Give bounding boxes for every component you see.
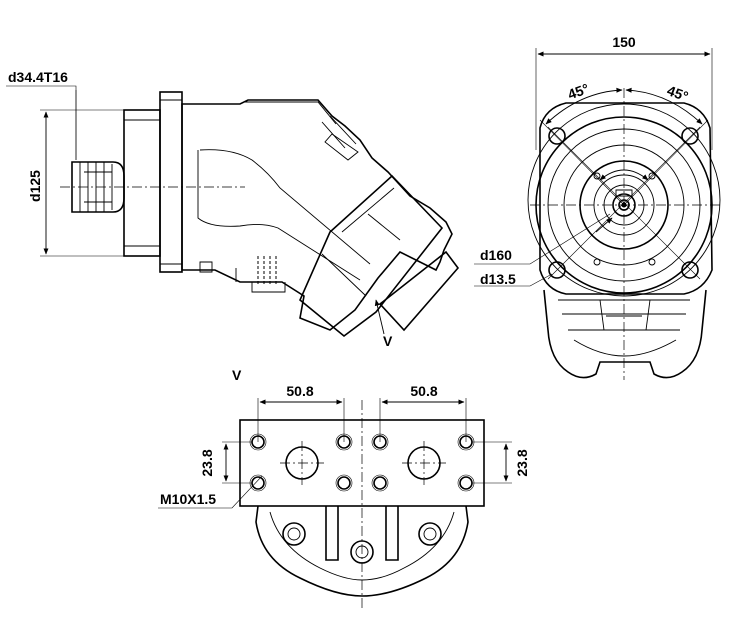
shaft-spline-dimension [6, 85, 77, 160]
rotation-arrow [599, 169, 649, 181]
width-dimension [535, 48, 713, 150]
view-v-marker: V [383, 333, 393, 349]
angle-arcs [545, 87, 703, 125]
bolt-circle-label: d160 [480, 247, 512, 263]
height-left-label: 23.8 [199, 449, 215, 476]
base-bosses [282, 522, 442, 564]
mounting-holes-front [548, 127, 699, 279]
mounting-flange-side [123, 91, 245, 273]
port-plate [239, 400, 485, 610]
motor-housing-side [181, 99, 453, 331]
threaded-holes [249, 433, 475, 492]
pilot-diameter-label: d125 [27, 170, 43, 202]
width-label: 150 [612, 34, 636, 50]
thread-leader [158, 475, 263, 509]
spacing-left-label: 50.8 [286, 383, 313, 399]
side-view: d125 d34.4T16 V [6, 69, 460, 349]
front-center-lines [530, 88, 720, 380]
height-dimensions [222, 441, 512, 484]
thread-label: M10X1.5 [160, 491, 216, 507]
port-view: V 50.8 50.8 [158, 367, 530, 610]
shaft-spline [60, 161, 150, 213]
hole-diameter-label: d13.5 [480, 271, 516, 287]
angle-right-label: 45° [665, 82, 690, 104]
angled-port-plate [299, 174, 460, 338]
port-view-label: V [232, 367, 242, 383]
spacing-right-label: 50.8 [410, 383, 437, 399]
pilot-diameter-dimension [40, 109, 124, 257]
view-v-arrow [374, 299, 385, 335]
front-view: 150 [474, 34, 721, 380]
angle-left-label: 45° [566, 80, 591, 102]
port-block-front [543, 289, 707, 379]
height-right-label: 23.8 [514, 449, 530, 476]
port-holes [280, 441, 446, 485]
shaft-spline-label: d34.4T16 [8, 69, 68, 85]
front-leaders [474, 213, 613, 287]
